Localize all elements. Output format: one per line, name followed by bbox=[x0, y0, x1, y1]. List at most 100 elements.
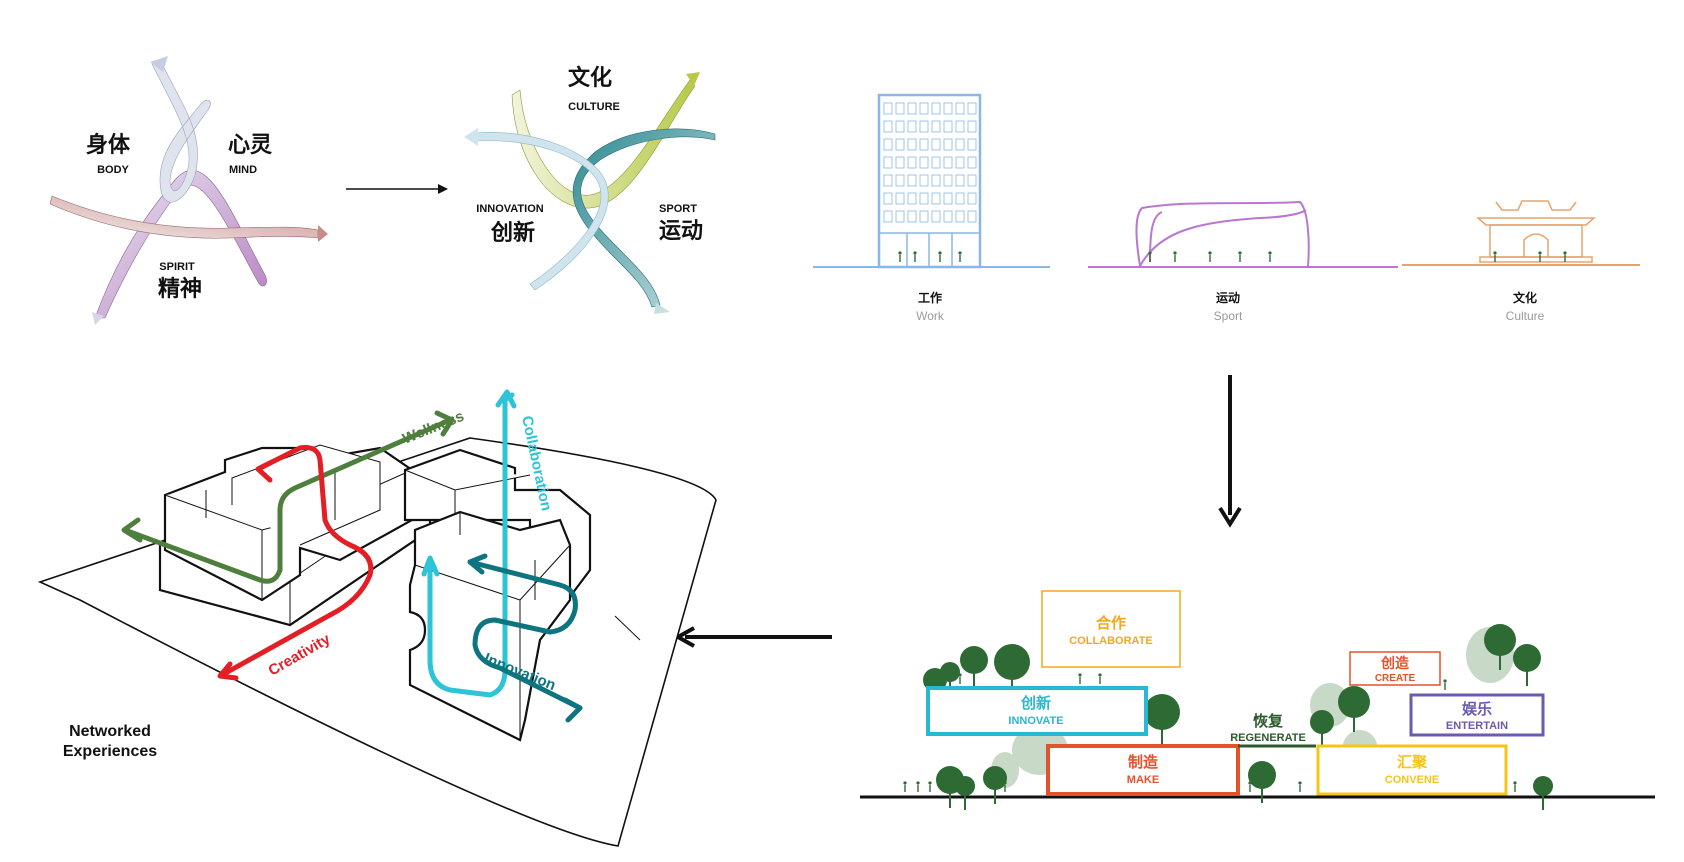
window-pane bbox=[907, 210, 917, 223]
gate-pavilion-icon bbox=[1402, 200, 1640, 266]
window-pane bbox=[919, 120, 929, 133]
window-pane bbox=[967, 192, 977, 205]
window-pane bbox=[967, 138, 977, 151]
window-pane bbox=[883, 192, 893, 205]
person-icon bbox=[913, 251, 917, 262]
window-pane bbox=[943, 174, 953, 187]
window-pane bbox=[919, 192, 929, 205]
person-icon bbox=[916, 781, 920, 792]
window-pane bbox=[931, 102, 941, 115]
convene-label-en: CONVENE bbox=[1385, 774, 1439, 786]
office-tower-icon bbox=[813, 93, 1050, 269]
window-pane bbox=[943, 192, 953, 205]
window-pane bbox=[943, 120, 953, 133]
culture-label-cn: 文化 bbox=[568, 65, 612, 91]
tree-icon bbox=[983, 766, 1007, 804]
window-pane bbox=[967, 120, 977, 133]
sport-program-label-en: Sport bbox=[1214, 309, 1243, 323]
window-pane bbox=[907, 174, 917, 187]
entertain-label-en: ENTERTAIN bbox=[1446, 720, 1508, 732]
collaborate-label-cn: 合作 bbox=[1095, 614, 1126, 632]
window-pane bbox=[907, 156, 917, 169]
window-pane bbox=[955, 156, 965, 169]
creativity-flow-arrow bbox=[219, 445, 374, 678]
window-pane bbox=[931, 156, 941, 169]
window-pane bbox=[967, 102, 977, 115]
sport-program-label-cn: 运动 bbox=[1216, 291, 1240, 305]
person-icon bbox=[1563, 251, 1567, 262]
innovate-box: 创新 INNOVATE bbox=[926, 686, 1148, 736]
window-pane bbox=[907, 138, 917, 151]
regenerate-label-en: REGENERATE bbox=[1230, 732, 1306, 744]
make-box: 制造 MAKE bbox=[1046, 744, 1240, 796]
window-pane bbox=[883, 120, 893, 133]
program-icons-row: 工作 Work 运动 Sport 文化 Culture bbox=[813, 93, 1640, 323]
window-pane bbox=[883, 174, 893, 187]
work-label-cn: 工作 bbox=[918, 290, 942, 305]
window-pane bbox=[931, 138, 941, 151]
person-icon bbox=[1078, 673, 1082, 684]
create-label-en: CREATE bbox=[1375, 673, 1416, 684]
building-left bbox=[158, 444, 432, 627]
window-pane bbox=[883, 156, 893, 169]
window-pane bbox=[907, 120, 917, 133]
window-pane bbox=[955, 120, 965, 133]
collaborate-label-en: COLLABORATE bbox=[1069, 635, 1153, 647]
person-icon bbox=[1298, 781, 1302, 792]
window-pane bbox=[943, 138, 953, 151]
person-icon bbox=[903, 781, 907, 792]
entertain-box: 娱乐 ENTERTAIN bbox=[1409, 693, 1545, 737]
tree-icon bbox=[955, 776, 975, 810]
person-icon bbox=[1173, 251, 1177, 262]
tree-icon bbox=[1310, 710, 1334, 748]
arrow-down-icon bbox=[1218, 375, 1242, 528]
person-icon bbox=[958, 251, 962, 262]
window-pane bbox=[955, 174, 965, 187]
culture-label-en: CULTURE bbox=[568, 101, 620, 113]
window-pane bbox=[883, 210, 893, 223]
window-pane bbox=[967, 174, 977, 187]
make-label-cn: 制造 bbox=[1128, 753, 1158, 771]
convene-box: 汇聚 CONVENE bbox=[1316, 744, 1508, 796]
spirit-label-en: SPIRIT bbox=[159, 261, 195, 273]
wellness-flow-arrow bbox=[122, 417, 453, 584]
collaboration-flow-arrow bbox=[427, 392, 515, 698]
innovation-label-cn: 创新 bbox=[490, 220, 535, 246]
person-icon bbox=[1268, 251, 1272, 262]
person-icon bbox=[1493, 251, 1497, 262]
body-label-cn: 身体 bbox=[86, 132, 131, 158]
window-pane bbox=[895, 138, 905, 151]
person-icon bbox=[898, 251, 902, 262]
person-icon bbox=[1513, 781, 1517, 792]
window-pane bbox=[919, 210, 929, 223]
window-pane bbox=[919, 102, 929, 115]
stadium-icon bbox=[1088, 200, 1398, 268]
create-label-cn: 创造 bbox=[1380, 655, 1409, 672]
person-icon bbox=[1098, 673, 1102, 684]
networked-caption-line1: Networked bbox=[69, 723, 151, 740]
triad-body-mind-spirit: 身体 BODY 心灵 MIND SPIRIT 精神 bbox=[49, 56, 328, 325]
convene-label-cn: 汇聚 bbox=[1397, 753, 1428, 771]
body-label-en: BODY bbox=[97, 164, 129, 176]
person-icon bbox=[928, 781, 932, 792]
tree-icon bbox=[1144, 694, 1180, 744]
window-pane bbox=[907, 102, 917, 115]
section-diagram: 合作 COLLABORATE 创新 INNOVATE 制造 MAKE 恢复 RE… bbox=[860, 251, 1655, 810]
window-pane bbox=[943, 102, 953, 115]
window-pane bbox=[967, 210, 977, 223]
tree-icon bbox=[1513, 644, 1541, 686]
window-pane bbox=[919, 156, 929, 169]
culture-program-label-cn: 文化 bbox=[1513, 290, 1537, 305]
regenerate-label: 恢复 REGENERATE bbox=[1230, 712, 1316, 748]
window-pane bbox=[907, 192, 917, 205]
window-pane bbox=[943, 210, 953, 223]
window-pane bbox=[955, 138, 965, 151]
window-pane bbox=[955, 102, 965, 115]
arrow-left-icon bbox=[673, 626, 832, 648]
window-pane bbox=[883, 102, 893, 115]
tree-icon bbox=[1484, 624, 1516, 670]
work-label-en: Work bbox=[916, 309, 945, 323]
person-icon bbox=[1148, 251, 1152, 262]
collaborate-box: 合作 COLLABORATE bbox=[1041, 590, 1181, 668]
